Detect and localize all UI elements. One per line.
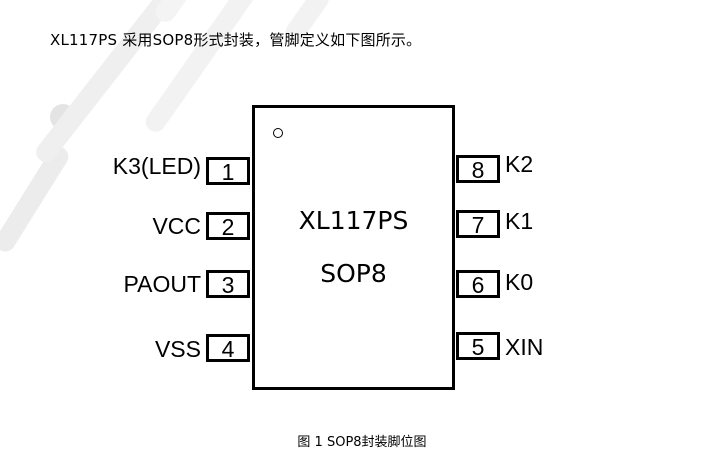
pin-number-box: 3 xyxy=(206,270,250,298)
pin-number-box: 1 xyxy=(206,157,250,185)
pin-number-box: 7 xyxy=(456,210,500,238)
chip-body: XL117PS SOP8 xyxy=(252,105,455,390)
pin-label: K1 xyxy=(505,208,534,234)
pin-label: VCC xyxy=(152,213,201,239)
pin-number-box: 5 xyxy=(456,332,500,360)
pin-number-box: 4 xyxy=(206,334,250,362)
watermark-stroke xyxy=(32,0,178,167)
pin1-marker-icon xyxy=(273,128,283,138)
pin-label: VSS xyxy=(154,336,201,362)
chip-package: SOP8 xyxy=(320,259,387,288)
pin-number-box: 6 xyxy=(456,270,500,298)
pin-label: PAOUT xyxy=(123,271,201,297)
pin-label: K2 xyxy=(505,151,534,177)
watermark-stroke xyxy=(0,142,73,256)
pin-number-box: 2 xyxy=(206,212,250,240)
intro-paragraph: XL117PS 采用SOP8形式封装，管脚定义如下图所示。 xyxy=(50,31,422,49)
pin-number-box: 8 xyxy=(456,155,500,183)
pin-label: K3(LED) xyxy=(112,153,201,179)
figure-caption: 图 1 SOP8封装脚位图 xyxy=(297,435,427,450)
pin-label: XIN xyxy=(505,334,544,360)
chip-name: XL117PS xyxy=(298,206,409,235)
pin-label: K0 xyxy=(505,269,534,295)
